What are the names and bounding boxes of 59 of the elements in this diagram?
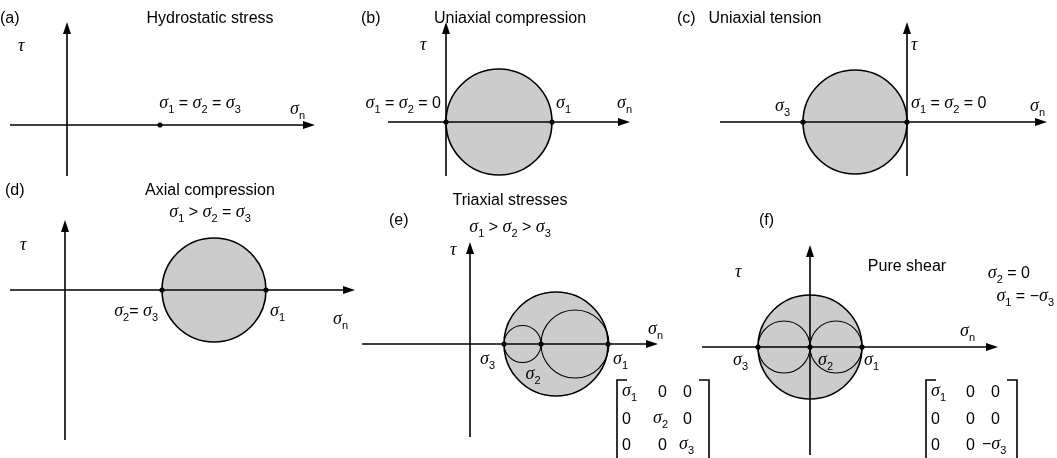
axis-label: σ$_{n}$ (333, 309, 348, 331)
axis-label: τ (420, 35, 427, 55)
stress-label: σ$_{1}$ (270, 301, 285, 323)
axis-label: τ (450, 240, 457, 260)
stress-condition: σ$_{1}$ > σ$_{2}$ = σ$_{3}$ (169, 202, 251, 224)
stress-label: σ$_{3}$ (480, 349, 495, 371)
panel-label: (b) (361, 9, 381, 27)
matrix-entry: 0 (966, 436, 975, 454)
panel-title: Hydrostatic stress (146, 9, 274, 27)
panel-label: (f) (759, 211, 775, 229)
axis-label: σ$_{n}$ (290, 99, 305, 121)
matrix-entry: 0 (683, 410, 692, 428)
stress-label: σ$_{1}$ (864, 350, 879, 372)
matrix-entry: σ$_{1}$ (622, 381, 637, 403)
matrix-entry: 0 (991, 410, 1000, 428)
matrix-entry: −σ$_{3}$ (982, 434, 1007, 456)
stress-label: σ$_{1}$ (556, 93, 571, 115)
matrix-entry: σ$_{1}$ (931, 381, 946, 403)
stress-condition: σ$_{2}$ = 0 (987, 263, 1030, 285)
stress-equation: σ$_{1}$ = σ$_{2}$ = 0 (365, 93, 441, 115)
matrix-entry: σ$_{3}$ (679, 434, 694, 456)
matrix-entry: 0 (622, 436, 631, 454)
matrix-entry: 0 (931, 436, 940, 454)
stress-label: σ$_{3}$ (775, 96, 790, 118)
matrix-entry: 0 (658, 383, 667, 401)
matrix-entry: 0 (966, 383, 975, 401)
stress-label: σ$_{2}$= σ$_{3}$ (114, 301, 158, 323)
matrix-entry: 0 (683, 383, 692, 401)
axis-label: σ$_{n}$ (1030, 96, 1045, 118)
stress-condition: σ$_{1}$ = −σ$_{3}$ (996, 286, 1054, 308)
panel-title: Triaxial stresses (452, 191, 568, 209)
panel-label: (e) (389, 211, 409, 229)
panel-title: Axial compression (145, 181, 275, 199)
matrix-entry: σ$_{2}$ (653, 408, 668, 430)
matrix-entry: 0 (622, 410, 631, 428)
axis-label: τ (735, 262, 742, 282)
axis-label: σ$_{n}$ (617, 93, 632, 115)
matrix-entry: 0 (931, 410, 940, 428)
panel-title: Uniaxial compression (433, 9, 587, 27)
panel-label: (a) (0, 9, 20, 27)
matrix-entry: 0 (966, 410, 975, 428)
stress-label: σ$_{1}$ (613, 349, 628, 371)
axis-label: σ$_{n}$ (648, 319, 663, 341)
stress-equation: σ$_{1}$ = σ$_{2}$ = 0 (911, 93, 987, 115)
panel-label: (d) (5, 181, 25, 199)
stress-condition: σ$_{1}$ > σ$_{2}$ > σ$_{3}$ (469, 217, 551, 239)
stress-label: σ$_{2}$ (525, 364, 541, 386)
stress-label: σ$_{3}$ (733, 350, 748, 372)
matrix-entry: 0 (658, 436, 667, 454)
stress-label: σ$_{2}$ (818, 350, 833, 372)
stress-equation: σ$_{1}$ = σ$_{2}$ = σ$_{3}$ (159, 93, 241, 115)
matrix-entry: 0 (991, 383, 1000, 401)
axis-label: τ (20, 235, 27, 255)
panel-title: Uniaxial tension (708, 9, 822, 27)
axis-label: τ (18, 36, 25, 56)
panel-label: (c) (677, 9, 696, 27)
axis-label: σ$_{n}$ (960, 321, 975, 343)
panel-title: Pure shear (867, 257, 947, 275)
axis-label: τ (911, 35, 918, 55)
